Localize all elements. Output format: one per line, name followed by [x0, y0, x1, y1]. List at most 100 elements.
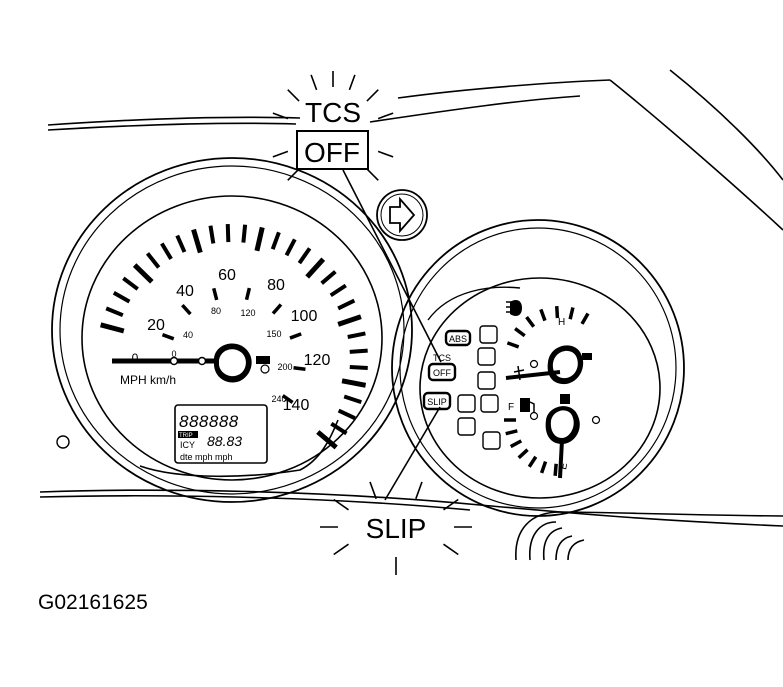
steering-wheel-edge [515, 511, 783, 561]
flash-ray [333, 498, 349, 511]
temperature-tick [554, 305, 560, 319]
flash-ray [287, 89, 300, 102]
temperature-needle [505, 345, 592, 385]
speed-units-label: MPH km/h [120, 373, 176, 387]
speed-label-100: 100 [291, 308, 318, 325]
speedometer-tick [330, 422, 348, 436]
odometer-display: 888888 TRIP ICY 88.83 dte mph mph [174, 404, 268, 464]
off-callout-label: OFF [304, 137, 360, 168]
fuel-tick [527, 455, 538, 468]
svg-text:ABS: ABS [449, 334, 467, 344]
dashboard-outline [39, 69, 783, 527]
flash-ray [443, 543, 459, 556]
odometer-icy-label: ICY [180, 440, 195, 450]
speedometer-inner-ticks [161, 287, 306, 404]
speedometer-tick [316, 430, 338, 450]
speedometer-tick [337, 298, 356, 311]
right-gauge-pod: H F E [391, 219, 685, 517]
speedometer-tick [349, 364, 368, 371]
kmh-tick [161, 333, 175, 341]
warning-light-grid [457, 325, 501, 450]
speed-label-140: 140 [283, 397, 310, 414]
tcs-flash-rays [272, 71, 394, 181]
temperature-tick [506, 341, 520, 349]
fuel-gauge-ticks [504, 418, 558, 476]
fuel-tick [509, 439, 523, 449]
figure-id: G02161625 [38, 591, 148, 614]
temperature-tick [539, 308, 547, 322]
speedometer-tick [284, 238, 297, 257]
speedometer-tick [191, 228, 203, 254]
speed-label-60: 60 [218, 267, 236, 284]
odometer-unit-labels: dte mph mph [180, 452, 233, 462]
speedometer-tick [225, 224, 231, 243]
speedometer-tick [347, 331, 366, 339]
speedometer-tick [329, 283, 347, 298]
odometer-top-digits: 888888 [179, 412, 239, 431]
slip-callout-label: SLIP [366, 513, 427, 544]
off-callout-box [296, 130, 369, 170]
flash-ray [287, 168, 300, 181]
kmh-tick [293, 365, 306, 371]
speed-zero-mph: 0 [132, 351, 139, 365]
flash-ray [377, 150, 394, 158]
slip-callout: SLIP [320, 481, 472, 575]
odometer-bottom-digits: 88.83 [207, 433, 242, 449]
turn-signal-arrow-icon [376, 189, 428, 241]
kmh-tick [289, 332, 302, 340]
temperature-gauge-ticks [506, 305, 590, 349]
fuel-tick [505, 429, 518, 436]
tcs-off-callout: TCS OFF [272, 71, 394, 181]
speedometer-tick [175, 234, 187, 253]
speedometer-tick [349, 348, 368, 354]
kmh-label-120: 120 [240, 308, 255, 318]
trip-reset-knob [56, 435, 70, 449]
kmh-tick [281, 394, 294, 404]
speedometer-tick [241, 224, 248, 243]
temperature-tick [580, 312, 590, 325]
slip-indicator: SLIP [422, 391, 452, 411]
speedometer-tick [208, 225, 216, 244]
flash-ray [415, 481, 423, 500]
flash-ray [272, 150, 289, 158]
kmh-tick [244, 287, 252, 301]
flash-ray [443, 498, 459, 511]
temperature-tick [525, 316, 536, 328]
speedometer-tick [122, 276, 139, 291]
speedometer: 0 0 20 40 60 80 100 120 140 40 80 120 15… [51, 157, 413, 503]
kmh-tick [212, 287, 219, 301]
kmh-label-150: 150 [266, 329, 281, 339]
tcs-off-indicator-off: OFF [433, 368, 451, 378]
speed-label-120: 120 [304, 352, 331, 369]
speed-label-20: 20 [147, 317, 165, 334]
speedometer-tick [337, 314, 362, 327]
fuel-needle [529, 394, 601, 479]
kmh-label-40: 40 [183, 330, 193, 340]
fuel-empty-label: E [558, 462, 570, 471]
speedometer-tick [160, 242, 173, 260]
speedometer-tick [132, 263, 154, 284]
speedometer-tick [343, 394, 362, 405]
speedometer-tick [112, 290, 131, 304]
temperature-tick [514, 327, 526, 338]
fuel-tick [517, 448, 529, 460]
speedometer-tick [270, 231, 281, 250]
flash-ray [310, 74, 318, 91]
kmh-tick [181, 303, 192, 316]
flash-ray [366, 89, 379, 102]
fuel-full-label: F [508, 402, 514, 413]
kmh-label-80: 80 [211, 306, 221, 316]
kmh-label-240: 240 [271, 394, 286, 404]
tcs-off-indicator-tcs: TCS [433, 353, 451, 363]
speedometer-needle [112, 343, 270, 383]
temperature-tick [568, 307, 575, 320]
flash-ray [333, 543, 349, 556]
flash-ray [348, 74, 356, 91]
speed-zero-kmh: 0 [171, 349, 176, 359]
slip-flash-rays [320, 481, 472, 575]
kmh-tick [271, 303, 283, 315]
leader-lines [342, 169, 442, 501]
flash-ray [366, 168, 379, 181]
fuel-tick [553, 463, 558, 476]
